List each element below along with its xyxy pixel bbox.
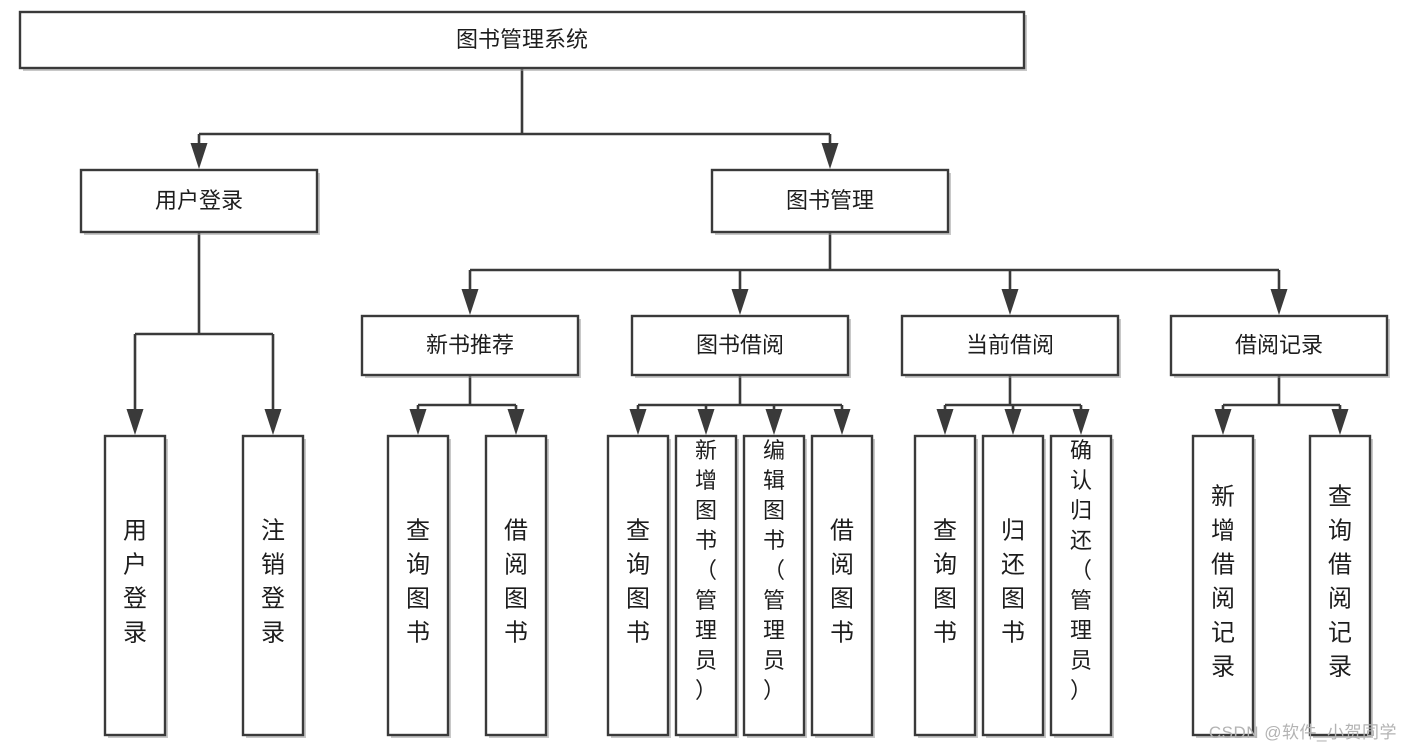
node-box-leaf-add-book-admin[interactable] [674,434,738,737]
node-leaf-query-book-recommend[interactable]: 查询图书 [386,434,451,738]
node-label-user-login: 用户登录 [155,188,243,213]
node-new-book-recommend[interactable]: 新书推荐 [360,314,581,378]
node-label-leaf-return-book: 归还图书 [1001,518,1025,647]
node-box-borrow-record[interactable] [1169,314,1389,377]
connector-borrow-record-to-leaves [1214,375,1349,435]
node-leaf-return-book[interactable]: 归还图书 [981,434,1046,738]
connector-book-borrow-to-leaves [629,375,851,435]
node-leaf-query-book-borrow[interactable]: 查询图书 [606,434,671,738]
node-label-leaf-edit-book-admin: 编辑图书（管理员） [763,438,785,703]
connector-current-borrow-to-leaves [936,375,1090,435]
node-box-leaf-user-login[interactable] [103,434,167,737]
node-label-leaf-borrow-book: 借阅图书 [830,518,854,647]
node-label-leaf-query-borrow-record: 查询借阅记录 [1328,484,1352,681]
node-box-new-book-recommend[interactable] [360,314,580,377]
node-label-leaf-query-book-current: 查询图书 [933,518,957,647]
node-box-leaf-query-borrow-record[interactable] [1308,434,1372,737]
node-leaf-query-book-current[interactable]: 查询图书 [913,434,978,738]
connector-book-management-to-level3 [461,232,1288,315]
node-label-current-borrow: 当前借阅 [966,332,1054,357]
node-leaf-edit-book-admin[interactable]: 编辑图书（管理员） [742,434,807,738]
csdn-watermark: CSDN @软件_小贺同学 [1208,723,1397,742]
node-label-leaf-user-login: 用户登录 [123,518,147,647]
node-user-login[interactable]: 用户登录 [79,168,320,235]
node-box-current-borrow[interactable] [900,314,1120,377]
node-box-leaf-confirm-return-admin[interactable] [1049,434,1113,737]
node-box-book-borrow[interactable] [630,314,850,377]
node-leaf-borrow-book[interactable]: 借阅图书 [810,434,875,738]
node-box-leaf-add-borrow-record[interactable] [1191,434,1255,737]
node-leaf-confirm-return-admin[interactable]: 确认归还（管理员） [1049,434,1114,738]
node-label-leaf-confirm-return-admin: 确认归还（管理员） [1070,438,1092,703]
connectors-layer [126,68,1349,435]
node-label-leaf-query-book-recommend: 查询图书 [406,518,430,647]
node-label-leaf-add-borrow-record: 新增借阅记录 [1211,484,1235,681]
node-label-new-book-recommend: 新书推荐 [426,332,514,357]
connector-new-book-recommend-to-leaves [409,375,525,435]
node-box-leaf-query-book-current[interactable] [913,434,977,737]
node-box-book-management[interactable] [710,168,950,234]
node-leaf-query-borrow-record[interactable]: 查询借阅记录 [1308,434,1373,738]
node-label-root: 图书管理系统 [456,27,588,52]
node-box-leaf-query-book-recommend[interactable] [386,434,450,737]
node-leaf-borrow-book-recommend[interactable]: 借阅图书 [484,434,549,738]
node-box-user-login[interactable] [79,168,319,234]
node-box-leaf-edit-book-admin[interactable] [742,434,806,737]
node-label-leaf-query-book-borrow: 查询图书 [626,518,650,647]
connector-user-login-to-leaves [126,232,282,435]
node-leaf-add-book-admin[interactable]: 新增图书（管理员） [674,434,739,738]
node-label-leaf-borrow-book-recommend: 借阅图书 [504,518,528,647]
node-book-borrow[interactable]: 图书借阅 [630,314,851,378]
node-root[interactable]: 图书管理系统 [18,10,1027,71]
node-label-book-management: 图书管理 [786,188,874,213]
node-leaf-user-logout[interactable]: 注销登录 [241,434,306,738]
node-box-leaf-borrow-book-recommend[interactable] [484,434,548,737]
node-label-leaf-user-logout: 注销登录 [261,518,285,647]
node-borrow-record[interactable]: 借阅记录 [1169,314,1390,378]
node-box-root[interactable] [18,10,1026,70]
node-leaf-user-login[interactable]: 用户登录 [103,434,168,738]
node-box-leaf-query-book-borrow[interactable] [606,434,670,737]
node-box-leaf-return-book[interactable] [981,434,1045,737]
node-box-leaf-borrow-book[interactable] [810,434,874,737]
node-current-borrow[interactable]: 当前借阅 [900,314,1121,378]
node-label-leaf-add-book-admin: 新增图书（管理员） [695,438,717,703]
node-leaf-add-borrow-record[interactable]: 新增借阅记录 [1191,434,1256,738]
nodes-layer: 图书管理系统用户登录图书管理新书推荐图书借阅当前借阅借阅记录用户登录注销登录查询… [18,10,1390,738]
node-box-leaf-user-logout[interactable] [241,434,305,737]
node-book-management[interactable]: 图书管理 [710,168,951,235]
connector-root-to-level2 [190,68,839,169]
node-label-book-borrow: 图书借阅 [696,332,784,357]
node-label-borrow-record: 借阅记录 [1235,332,1323,357]
